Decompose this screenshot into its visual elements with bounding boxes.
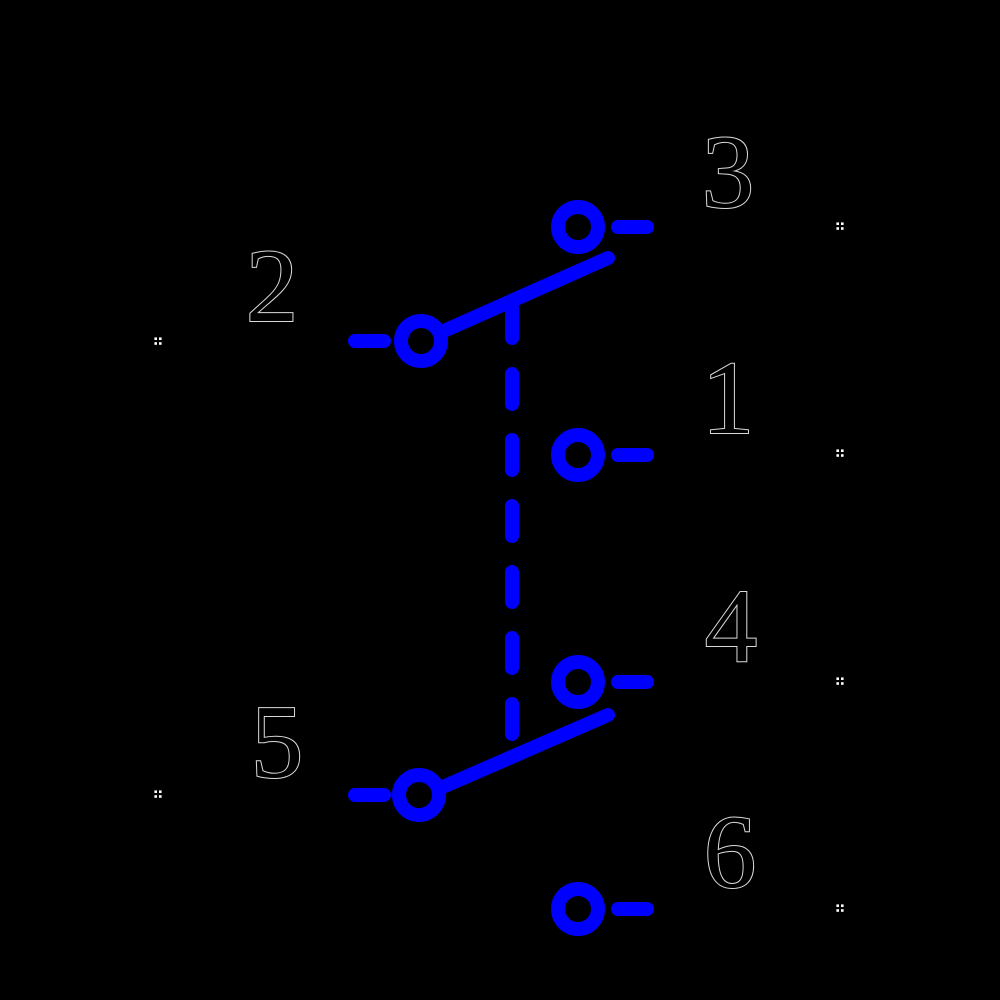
pin5-terminal-circle: [392, 768, 446, 822]
four-dot-marker-icon-pin1: [836, 449, 844, 457]
pin-label-6: 6: [704, 793, 757, 910]
pin-end-markers: [154, 222, 844, 912]
pin-label-5: 5: [251, 683, 304, 800]
top-lever-arm: [439, 251, 615, 337]
pin-label-2: 2: [246, 227, 299, 344]
four-dot-marker-icon-pin6: [836, 904, 844, 912]
four-dot-marker-icon-pin3: [836, 222, 844, 230]
switch-pole-bottom: [348, 655, 654, 936]
four-dot-marker-icon-pin2: [154, 337, 162, 345]
pin4-terminal-circle: [551, 655, 605, 709]
pin2-terminal-circle: [394, 314, 448, 368]
pin-label-4: 4: [705, 567, 758, 684]
bottom-lever-arm: [438, 708, 615, 793]
pin-label-1: 1: [702, 339, 755, 456]
four-dot-marker-icon-pin4: [836, 677, 844, 685]
pin-labels: 3 2 1 4 5 6: [245, 112, 759, 911]
pin-label-3: 3: [702, 113, 755, 230]
pin1-terminal-circle: [551, 428, 605, 482]
switch-pole-top: [348, 200, 654, 482]
four-dot-marker-icon-pin5: [154, 790, 162, 798]
pin6-terminal-circle: [551, 882, 605, 936]
pin3-terminal-circle: [551, 200, 605, 254]
